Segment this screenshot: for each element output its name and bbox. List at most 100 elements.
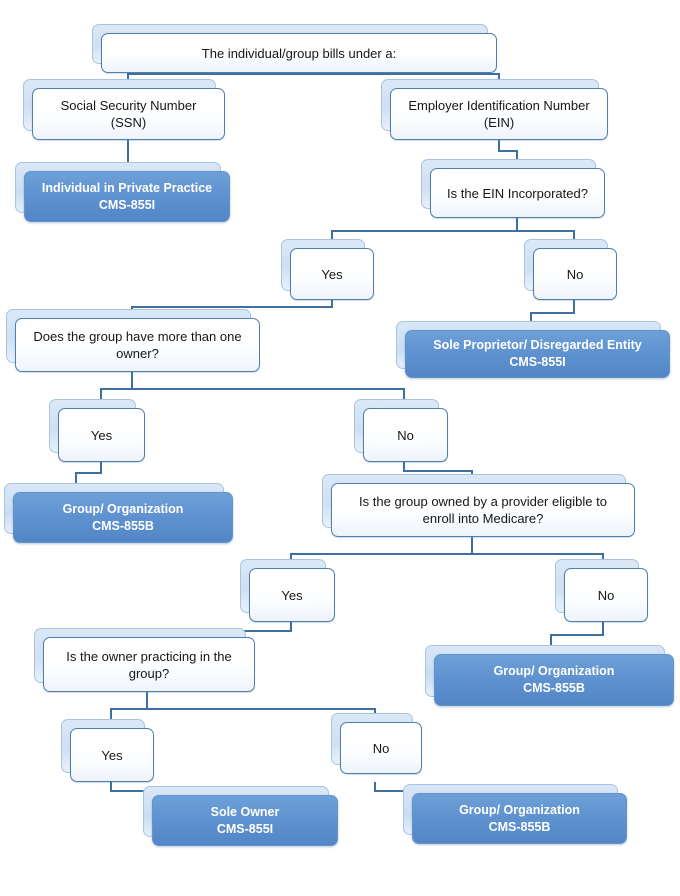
node-grouporg2-line2: CMS-855B — [523, 681, 585, 695]
node-grouporg2-line1: Group/ Organization — [493, 664, 615, 678]
node-ipp-body: Individual in Private Practice CMS-855I — [24, 171, 230, 222]
node-ein-line1: Employer Identification Number — [408, 98, 590, 113]
connector-ownerprac-down — [146, 692, 148, 710]
node-ownerprac-line1: Is the owner practicing in the — [66, 648, 232, 664]
node-individual-private-practice[interactable]: Individual in Private Practice CMS-855I — [15, 162, 230, 222]
node-start[interactable]: The individual/group bills under a: — [92, 24, 497, 73]
node-start-body: The individual/group bills under a: — [101, 33, 497, 73]
node-yes1-body: Yes — [290, 248, 374, 300]
node-yes-2[interactable]: Yes — [49, 399, 145, 462]
connector-yes2-jog — [75, 472, 102, 474]
node-grouporg1-body: Group/ Organization CMS-855B — [13, 492, 233, 543]
node-moreowner-line2: owner? — [116, 346, 159, 361]
connector-moreowner-to-yes — [100, 388, 102, 408]
node-no4-label: No — [372, 740, 390, 756]
connector-no2-down — [403, 462, 405, 472]
node-ein-line2: (EIN) — [483, 115, 515, 130]
node-no1-label: No — [566, 266, 584, 282]
node-grouporg1-line1: Group/ Organization — [62, 501, 184, 516]
node-owner-practicing-in-group[interactable]: Is the owner practicing in the group? — [34, 628, 255, 692]
node-owned-line2: enroll into Medicare? — [422, 511, 544, 526]
node-ipp-line1: Individual in Private Practice — [41, 180, 213, 195]
node-sole-proprietor-disregarded-entity[interactable]: Sole Proprietor/ Disregarded Entity CMS-… — [396, 321, 670, 378]
node-yes4-body: Yes — [70, 728, 154, 782]
connector-yes3-down — [290, 622, 292, 632]
node-grouporg1-line2: CMS-855B — [92, 518, 154, 533]
node-is-ein-incorporated[interactable]: Is the EIN Incorporated? — [421, 159, 605, 218]
node-start-line1: The individual/group bills under a: — [201, 45, 397, 61]
connector-ownerprac-to-yes — [110, 708, 112, 728]
node-grouporg3-line1: Group/ Organization — [459, 802, 580, 817]
connector-no1-jog — [530, 312, 575, 314]
node-ssn-body: Social Security Number (SSN) — [32, 88, 225, 140]
connector-ownerprac-horizontal — [110, 708, 376, 710]
node-soleprop-line2: CMS-855I — [509, 355, 566, 369]
node-owned-line1: Is the group owned by a provider eligibl… — [359, 494, 607, 509]
node-group-organization-1[interactable]: Group/ Organization CMS-855B — [4, 483, 233, 543]
node-yes2-body: Yes — [58, 408, 145, 462]
connector-no3-jog — [550, 634, 604, 636]
node-soleowner-line1: Sole Owner — [210, 804, 280, 819]
node-moreowner-body: Does the group have more than one owner? — [15, 318, 260, 372]
node-ownerprac-line2: group? — [128, 665, 170, 681]
node-ein-body: Employer Identification Number (EIN) — [390, 88, 608, 140]
connector-yes4-down — [110, 782, 112, 792]
node-yes-1[interactable]: Yes — [281, 239, 374, 300]
node-ipp-line2: CMS-855I — [98, 197, 156, 212]
node-owned-by-eligible-provider[interactable]: Is the group owned by a provider eligibl… — [322, 474, 635, 537]
connector-owned-down — [471, 537, 473, 555]
node-sole-owner[interactable]: Sole Owner CMS-855I — [143, 786, 338, 846]
connector-no3-to-grouporg2 — [550, 634, 552, 654]
node-no3-body: No — [564, 568, 648, 622]
connector-yes2-down — [100, 462, 102, 474]
node-grouporg2-body: Group/ Organization CMS-855B — [434, 654, 674, 706]
node-group-organization-2[interactable]: Group/ Organization CMS-855B — [425, 645, 674, 706]
node-ssn-line1: Social Security Number — [60, 98, 197, 113]
connector-no4-down — [374, 782, 376, 792]
node-yes-3[interactable]: Yes — [240, 559, 335, 622]
node-grouporg3-body: Group/ Organization CMS-855B — [412, 793, 627, 844]
node-einc-body: Is the EIN Incorporated? — [430, 168, 605, 218]
node-yes-4[interactable]: Yes — [61, 719, 154, 782]
node-no2-body: No — [363, 408, 448, 462]
connector-moreowner-down — [131, 372, 133, 390]
connector-owned-horizontal — [290, 553, 604, 555]
connector-einc-horizontal — [331, 230, 574, 232]
connector-moreowner-to-no — [403, 388, 405, 408]
node-grouporg3-line2: CMS-855B — [488, 819, 551, 834]
node-no4-body: No — [340, 722, 422, 774]
node-yes4-label: Yes — [101, 747, 123, 763]
connector-start-horizontal — [127, 73, 500, 75]
node-no-2[interactable]: No — [354, 399, 448, 462]
connector-ein-jog — [498, 150, 518, 152]
node-soleprop-line1: Sole Proprietor/ Disregarded Entity — [433, 338, 642, 352]
node-ssn[interactable]: Social Security Number (SSN) — [23, 79, 225, 140]
connector-yes1-horizontal — [131, 306, 333, 308]
node-yes3-label: Yes — [281, 587, 303, 603]
connector-no1-down — [573, 300, 575, 314]
connector-ein-down-a — [498, 140, 500, 152]
node-yes3-body: Yes — [249, 568, 335, 622]
node-no1-body: No — [533, 248, 617, 300]
connector-moreowner-horizontal — [100, 388, 405, 390]
node-group-organization-3[interactable]: Group/ Organization CMS-855B — [403, 784, 627, 844]
node-no2-label: No — [397, 427, 414, 443]
node-soleowner-line2: CMS-855I — [216, 821, 274, 836]
connector-ssn-to-ipp — [127, 140, 129, 170]
node-ssn-line2: (SSN) — [110, 115, 147, 130]
node-no-4[interactable]: No — [331, 713, 422, 774]
node-yes2-label: Yes — [90, 427, 113, 443]
node-no-3[interactable]: No — [555, 559, 648, 622]
connector-yes2-to-grouporg — [75, 472, 77, 492]
node-more-than-one-owner[interactable]: Does the group have more than one owner? — [6, 309, 260, 372]
node-owned-body: Is the group owned by a provider eligibl… — [331, 483, 635, 537]
node-moreowner-line1: Does the group have more than one — [33, 329, 242, 344]
connector-yes1-down — [331, 300, 333, 308]
connector-no3-down — [602, 622, 604, 636]
connector-no2-jog — [403, 470, 473, 472]
node-yes1-label: Yes — [321, 266, 343, 282]
node-ein[interactable]: Employer Identification Number (EIN) — [381, 79, 608, 140]
node-soleowner-body: Sole Owner CMS-855I — [152, 795, 338, 846]
node-no-1[interactable]: No — [524, 239, 617, 300]
